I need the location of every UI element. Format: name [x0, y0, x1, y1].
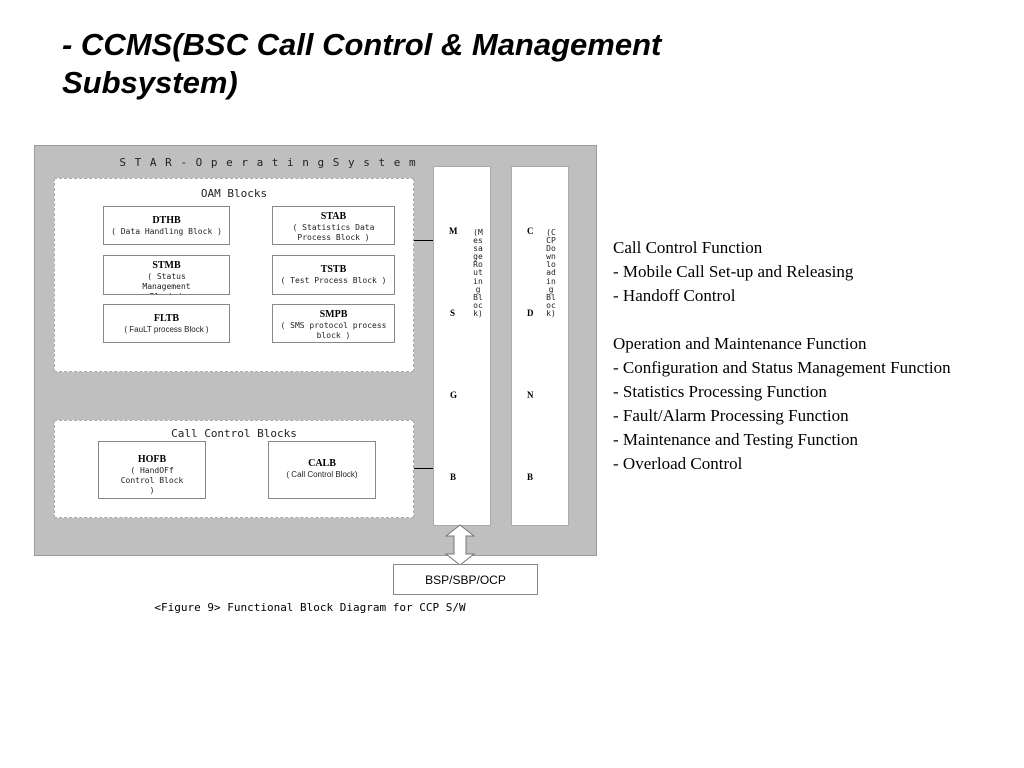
double-arrow-icon	[444, 524, 476, 566]
oam-blocks-group: OAM Blocks DTHB ( Data Handling Block ) …	[54, 178, 414, 372]
block-description: ( HandOFf Control Block )	[120, 466, 184, 495]
calb-block: CALB ( Call Control Block)	[268, 441, 376, 499]
cdnb-letter: D	[527, 308, 534, 318]
block-name: STMB	[152, 260, 181, 271]
function-item: - Statistics Processing Function	[613, 382, 827, 401]
stmb-block: STMB ( Status Management Block )	[103, 255, 230, 295]
msgb-column: M S G B (Message Routing Block)	[433, 166, 491, 526]
block-description: ( Test Process Block )	[280, 276, 387, 285]
block-description: ( Data Handling Block )	[111, 227, 222, 236]
block-name: FLTB	[153, 313, 180, 324]
function-item: - Mobile Call Set-up and Releasing	[613, 262, 854, 281]
oam-heading: Operation and Maintenance Function	[613, 334, 867, 353]
call-control-blocks-group: Call Control Blocks HOFB ( HandOFf Contr…	[54, 420, 414, 518]
operating-system-label: S T A R - O p e r a t i n g S y s t e m	[119, 156, 417, 169]
block-description: ( FauLT process Block )	[124, 325, 209, 334]
function-list: Call Control Function - Mobile Call Set-…	[613, 236, 1018, 476]
dthb-block: DTHB ( Data Handling Block )	[103, 206, 230, 245]
stab-block: STAB ( Statistics Data Process Block )	[272, 206, 395, 245]
cdnb-letter: N	[527, 390, 534, 400]
block-name: HOFB	[137, 454, 167, 465]
msgb-letter: G	[450, 390, 458, 400]
cdnb-vertical-label: (CCP Downloading Block)	[546, 228, 561, 318]
cdnb-letter: B	[527, 472, 534, 482]
call-to-msgb-connector	[414, 468, 433, 469]
block-name: STAB	[320, 211, 347, 222]
oam-blocks-title: OAM Blocks	[200, 187, 268, 200]
tstb-block: TSTB ( Test Process Block )	[272, 255, 395, 295]
figure-caption: <Figure 9> Functional Block Diagram for …	[154, 601, 466, 614]
function-item: - Fault/Alarm Processing Function	[613, 406, 849, 425]
smpb-block: SMPB ( SMS protocol process block )	[272, 304, 395, 343]
block-name: DTHB	[152, 215, 181, 226]
msgb-letter: M	[449, 226, 458, 236]
block-diagram: S T A R - O p e r a t i n g S y s t e m …	[34, 145, 597, 556]
call-control-heading: Call Control Function	[613, 238, 763, 257]
fltb-block: FLTB ( FauLT process Block )	[103, 304, 230, 343]
block-name: CALB	[308, 458, 336, 469]
cdnb-letter: C	[527, 226, 534, 236]
bsp-sbp-ocp-box: BSP/SBP/OCP	[393, 564, 538, 595]
function-item: - Maintenance and Testing Function	[613, 430, 858, 449]
function-item: - Configuration and Status Management Fu…	[613, 358, 951, 377]
oam-to-msgb-connector	[414, 240, 433, 241]
block-description: ( Status Management Block )	[142, 272, 191, 294]
function-item: - Overload Control	[613, 454, 743, 473]
block-description: ( Statistics Data Process Block )	[292, 223, 375, 242]
msgb-vertical-label: (Message Routing Block)	[473, 228, 488, 318]
msgb-letter: S	[450, 308, 456, 318]
slide-title: - CCMS(BSC Call Control & Management Sub…	[62, 27, 662, 100]
block-name: SMPB	[319, 309, 348, 320]
cdnb-column: C D N B (CCP Downloading Block)	[511, 166, 569, 526]
block-description: ( SMS protocol process block )	[280, 321, 387, 340]
hofb-block: HOFB ( HandOFf Control Block )	[98, 441, 206, 499]
block-description: ( Call Control Block)	[286, 470, 358, 479]
call-control-blocks-title: Call Control Blocks	[171, 427, 297, 440]
block-name: TSTB	[320, 264, 347, 275]
function-item: - Handoff Control	[613, 286, 736, 305]
msgb-letter: B	[450, 472, 457, 482]
